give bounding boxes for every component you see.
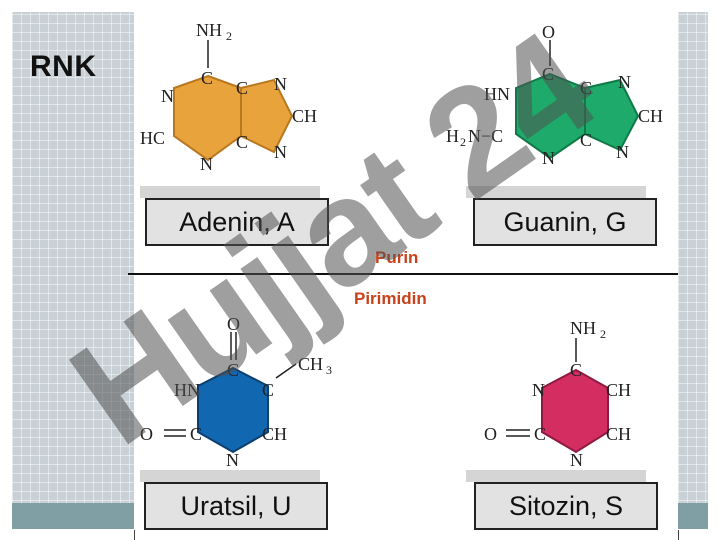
svg-text:C: C [580, 78, 592, 98]
cytosine-label-shadow [466, 470, 646, 482]
svg-text:N: N [161, 86, 174, 106]
uracil-o: O [227, 314, 240, 334]
slide-title: RNK [30, 50, 97, 83]
adenine-label: Adenin, A [145, 198, 329, 246]
svg-text:HC: HC [140, 128, 165, 148]
svg-text:CH: CH [638, 106, 663, 126]
purine-label: Purin [375, 248, 419, 267]
adenine-structure: NH 2 C N C N CH HC C N N [140, 20, 317, 174]
svg-text:C: C [227, 360, 239, 380]
guanine-o: O [542, 22, 555, 42]
guanine-label: Guanin, G [473, 198, 657, 246]
svg-text:N: N [570, 450, 583, 470]
svg-text:C: C [236, 78, 248, 98]
svg-text:C: C [570, 360, 582, 380]
svg-text:C: C [542, 64, 554, 84]
svg-text:N−C: N−C [468, 126, 503, 146]
svg-text:CH: CH [262, 424, 287, 444]
right-teal-band [678, 503, 708, 529]
svg-text:C: C [534, 424, 546, 444]
svg-text:2: 2 [600, 327, 606, 341]
svg-text:C: C [262, 380, 274, 400]
uracil-structure: O C HN C CH 3 O C CH N [140, 314, 332, 470]
svg-text:N: N [532, 380, 545, 400]
svg-text:3: 3 [326, 363, 332, 377]
svg-text:O: O [140, 424, 153, 444]
cytosine-label: Sitozin, S [474, 482, 658, 530]
svg-text:N: N [274, 74, 287, 94]
svg-text:CH: CH [606, 424, 631, 444]
svg-text:N: N [618, 72, 631, 92]
svg-text:O: O [484, 424, 497, 444]
svg-text:C: C [190, 424, 202, 444]
left-teal-band [12, 503, 134, 529]
right-side-panel [678, 12, 708, 528]
pyrimidine-label: Pirimidin [354, 289, 427, 308]
svg-text:C: C [580, 130, 592, 150]
right-tick [678, 530, 679, 540]
svg-text:C: C [201, 68, 213, 88]
svg-text:2: 2 [226, 29, 232, 43]
svg-text:N: N [226, 450, 239, 470]
svg-text:C: C [236, 132, 248, 152]
svg-text:CH: CH [606, 380, 631, 400]
cytosine-nh2: NH [570, 318, 596, 338]
left-side-panel [12, 12, 134, 528]
uracil-label-shadow [140, 470, 320, 482]
svg-text:H: H [446, 126, 459, 146]
svg-text:CH: CH [292, 106, 317, 126]
svg-text:HN: HN [484, 84, 510, 104]
svg-text:N: N [542, 148, 555, 168]
adenine-label-shadow [140, 186, 320, 198]
svg-text:N: N [616, 142, 629, 162]
svg-text:N: N [274, 142, 287, 162]
guanine-label-shadow [466, 186, 646, 198]
cytosine-structure: NH 2 C N CH O C CH N [484, 318, 631, 470]
svg-text:CH: CH [298, 354, 323, 374]
svg-text:N: N [200, 154, 213, 174]
category-divider [128, 273, 678, 275]
guanine-structure: O C HN C N CH H 2 N−C C N N [446, 22, 663, 168]
svg-text:HN: HN [174, 380, 200, 400]
uracil-label: Uratsil, U [144, 482, 328, 530]
left-tick [134, 530, 135, 540]
adenine-nh2: NH [196, 20, 222, 40]
svg-text:2: 2 [460, 135, 466, 149]
